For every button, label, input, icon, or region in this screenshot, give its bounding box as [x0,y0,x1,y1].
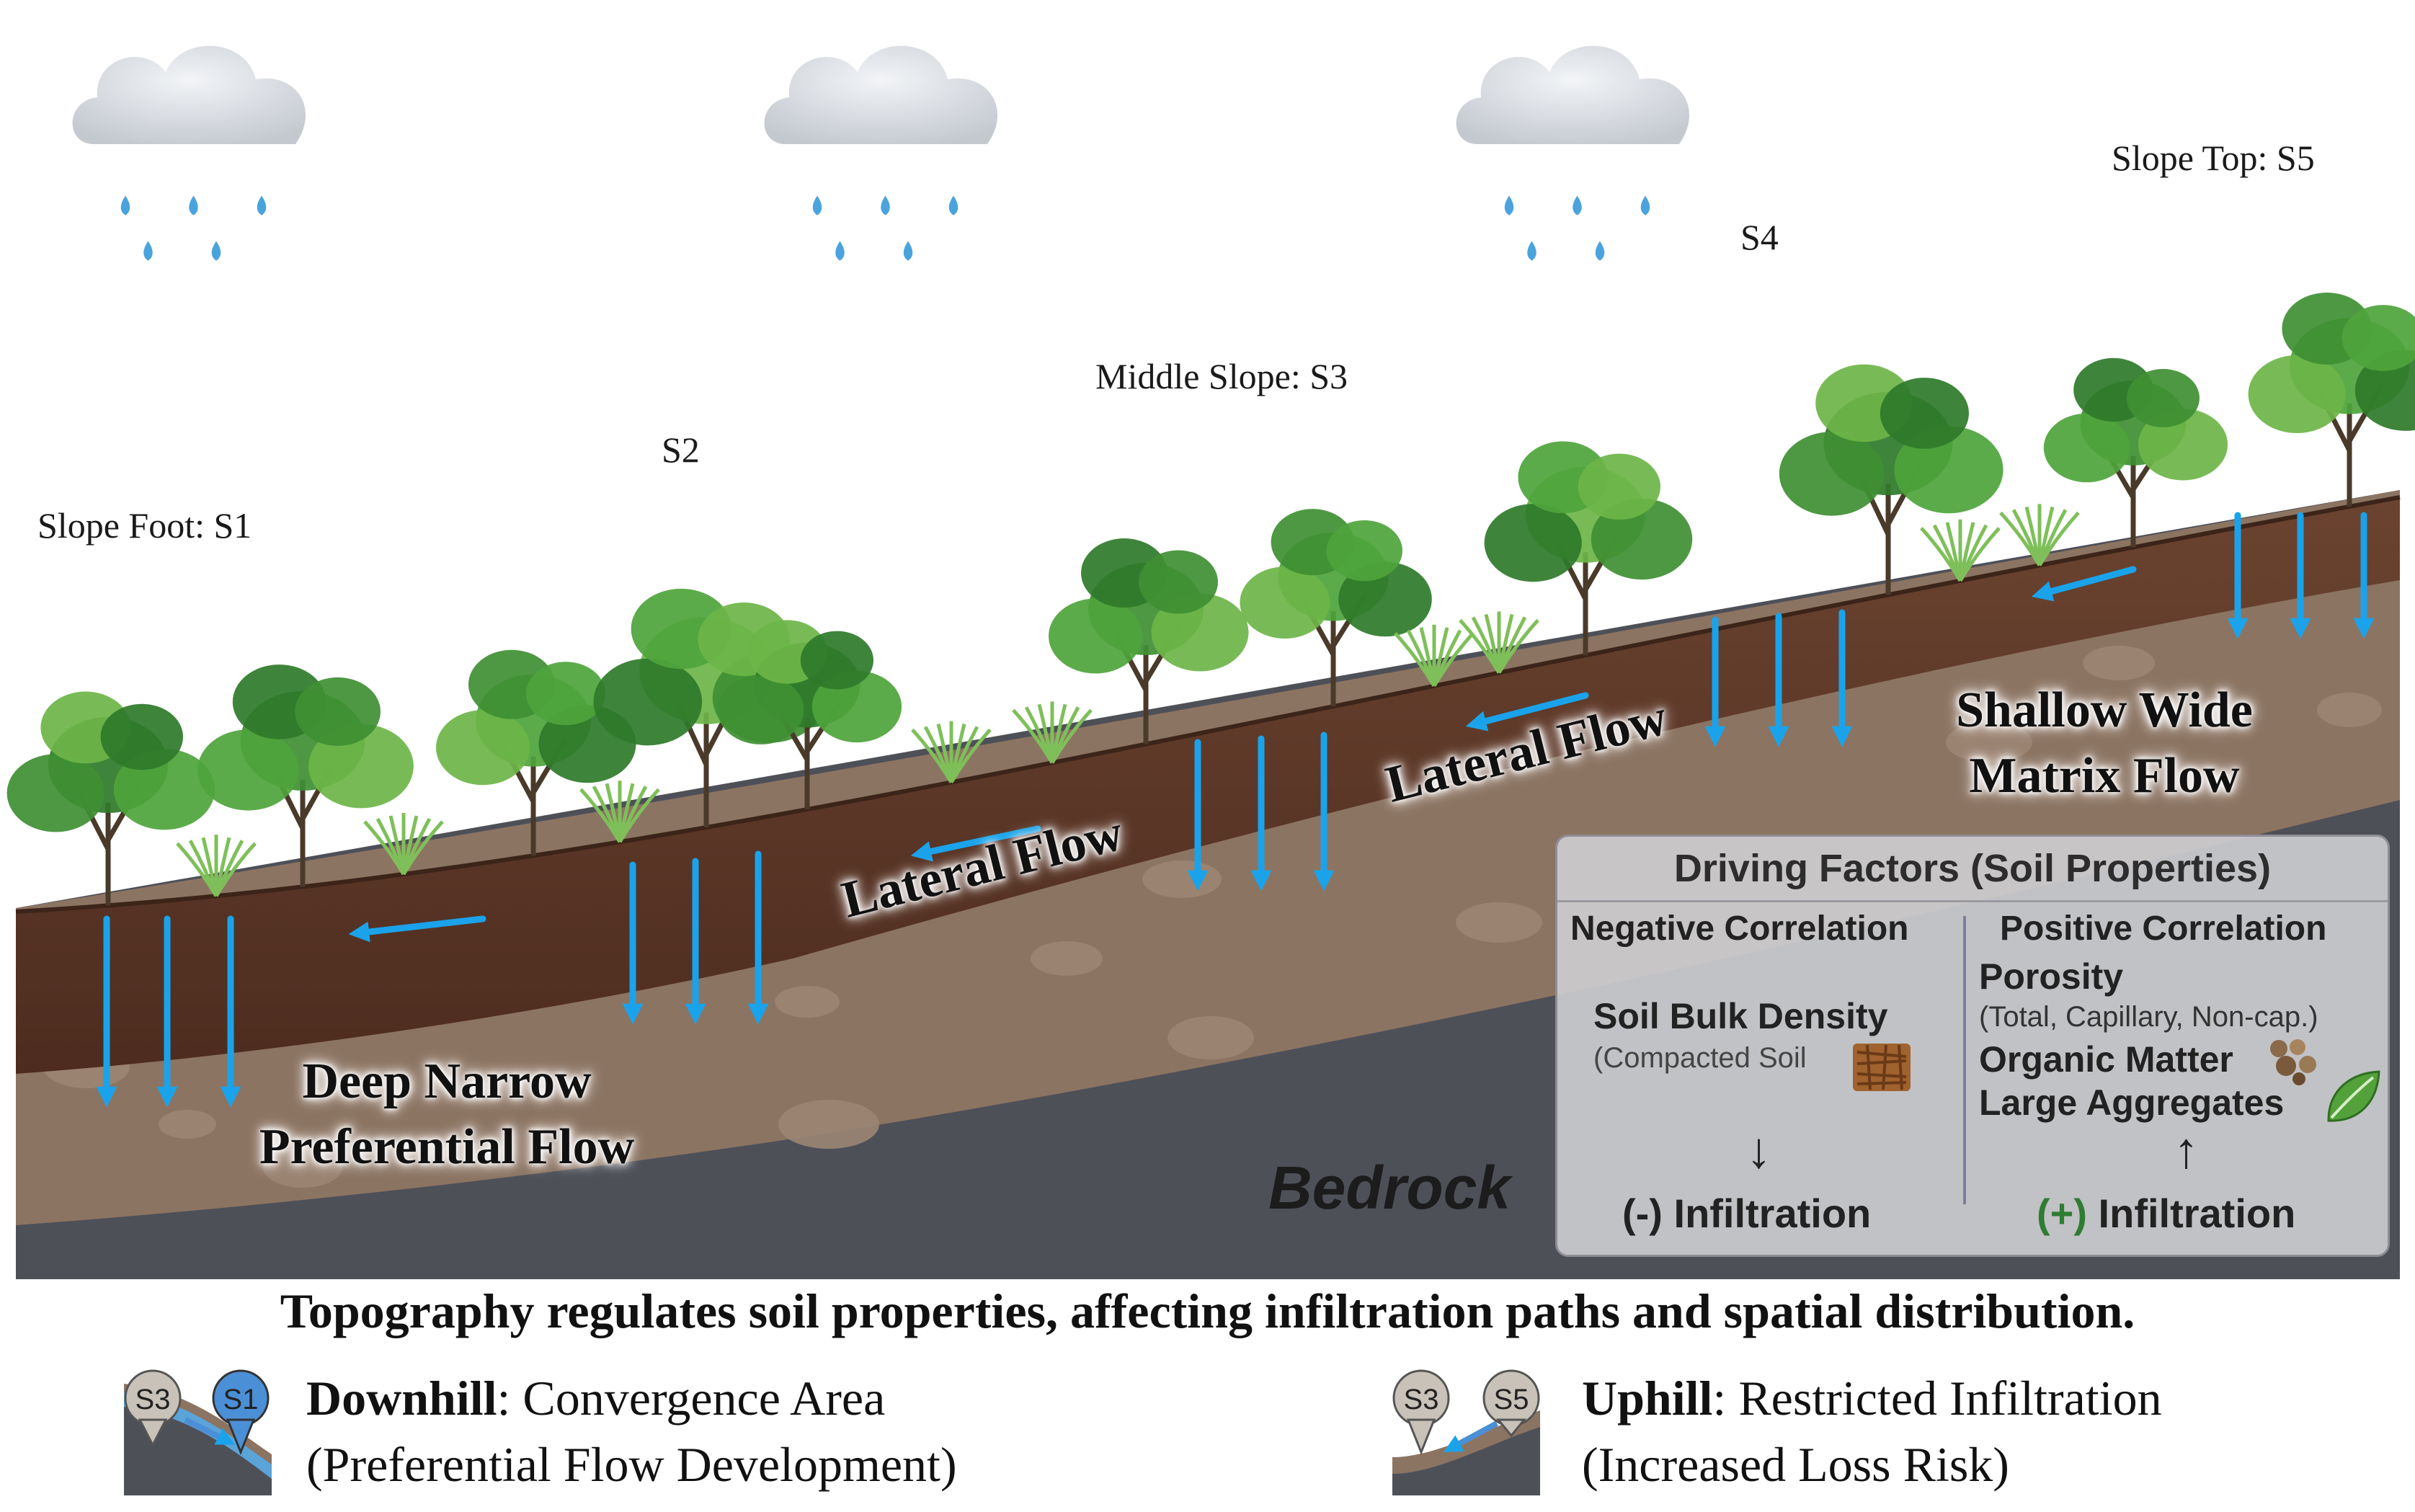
slope-label-s3: Middle Slope: S3 [1095,356,1348,396]
positive-effect-text: Infiltration [2087,1191,2296,1236]
soil-bulk-density-label: Soil Bulk Density [1593,996,1888,1036]
lateral-flow-arrow [2031,566,2137,602]
map-pin-icon [1392,1369,1450,1456]
negative-arrow: ↓ [1746,1122,1771,1178]
positive-correlation-heading: Positive Correlation [2000,910,2327,948]
grass-icon [1012,701,1093,764]
tree-icon [1240,509,1432,707]
pin-label-s3: S3 [1404,1384,1439,1415]
tree-icon [1779,364,2003,595]
pin-label-s1: S1 [223,1384,259,1415]
tree-icon [1049,538,1249,744]
positive-arrow: ↑ [2174,1122,2199,1178]
positive-sign: (+) [2037,1191,2087,1236]
grass-icon [1999,504,2080,566]
uphill-title: Uphill [1582,1371,1713,1426]
deep-flow-line2: Preferential Flow [259,1119,635,1175]
uphill-line1: Uphill: Restricted Infiltration [1582,1366,2162,1432]
tree-icon [2043,357,2228,548]
driving-factors-panel: Driving Factors (Soil Properties) Negati… [1555,835,2390,1257]
leaf-icon [2327,1070,2380,1122]
shallow-flow-line2: Matrix Flow [1969,748,2240,804]
deep-flow-line1: Deep Narrow [302,1054,592,1109]
flow-arrows [96,512,2375,1108]
pin-label-s3: S3 [135,1384,171,1415]
grass-icon [1394,624,1475,688]
downhill-legend-text: Downhill: Convergence Area (Preferential… [306,1366,957,1498]
rain-cloud-icon [1456,45,1690,261]
tree-icon [2248,293,2415,507]
downhill-line2: (Preferential Flow Development) [306,1436,957,1492]
uphill-legend-text: Uphill: Restricted Infiltration (Increas… [1582,1366,2162,1498]
map-pin-icon [1482,1369,1540,1438]
aggregates-icon [2270,1039,2316,1085]
grass-icon [176,835,257,897]
tree-icon [717,620,902,810]
lateral-flow-arrow [348,915,486,943]
compacted-soil-icon [1853,1044,1911,1091]
grass-icon [363,813,444,876]
positive-infiltration-effect: (+) Infiltration [2037,1190,2295,1237]
tree-icon [6,691,215,906]
grass-icon [911,721,992,783]
figure-caption: Topography regulates soil properties, af… [280,1284,2135,1338]
subsoil-stones [43,646,2382,1188]
downhill-description: : Convergence Area [497,1371,886,1426]
slope-label-s2: S2 [662,430,700,470]
slope-label-s5: Slope Top: S5 [2112,138,2315,178]
negative-correlation-heading: Negative Correlation [1570,910,1909,948]
grass-icon [1459,611,1539,674]
bedrock-label: Bedrock [1268,1154,1511,1222]
rain-cloud-icon [72,45,306,261]
tree-icon [197,664,414,887]
uphill-line2: (Increased Loss Risk) [1582,1436,2009,1492]
topsoil-layer [16,497,2400,1074]
driving-factors-title: Driving Factors (Soil Properties) [1557,837,2388,902]
large-aggregates-label: Large Aggregates [1979,1082,2285,1123]
porosity-label: Porosity [1979,956,2124,997]
uphill-legend-icon: S3 S5 [1392,1369,1540,1495]
grass-icon [1920,519,2001,582]
slope-label-s4: S4 [1740,217,1779,257]
negative-infiltration-effect: (-) Infiltration [1622,1191,1872,1236]
downhill-line1: Downhill: Convergence Area [306,1366,957,1432]
lateral-flow-arrow [910,825,1041,862]
map-pin-icon [212,1369,270,1456]
shallow-matrix-flow-label: Shallow Wide Matrix Flow [1888,677,2321,809]
uphill-description: : Restricted Infiltration [1712,1371,2162,1426]
lateral-flow-arrow [1465,692,1589,731]
map-pin-icon [124,1369,182,1448]
tree-icon [1484,441,1693,656]
rain-cloud-icon [764,45,998,261]
pin-label-s5: S5 [1494,1384,1529,1415]
organic-matter-label: Organic Matter [1979,1039,2233,1080]
porosity-note: (Total, Capillary, Non-cap.) [1979,1001,2318,1033]
deep-preferential-flow-label: Deep Narrow Preferential Flow [231,1049,663,1180]
compacted-soil-note: (Compacted Soil [1593,1042,1807,1074]
downhill-legend-icon: S3 S1 [124,1369,272,1495]
shallow-flow-line1: Shallow Wide [1956,682,2253,738]
grass-icon [579,781,660,843]
downhill-title: Downhill [306,1371,497,1426]
vegetation [6,293,2415,906]
slope-label-s1: Slope Foot: S1 [37,505,252,546]
panel-divider [1963,916,1966,1204]
ground-surface [15,495,2401,914]
